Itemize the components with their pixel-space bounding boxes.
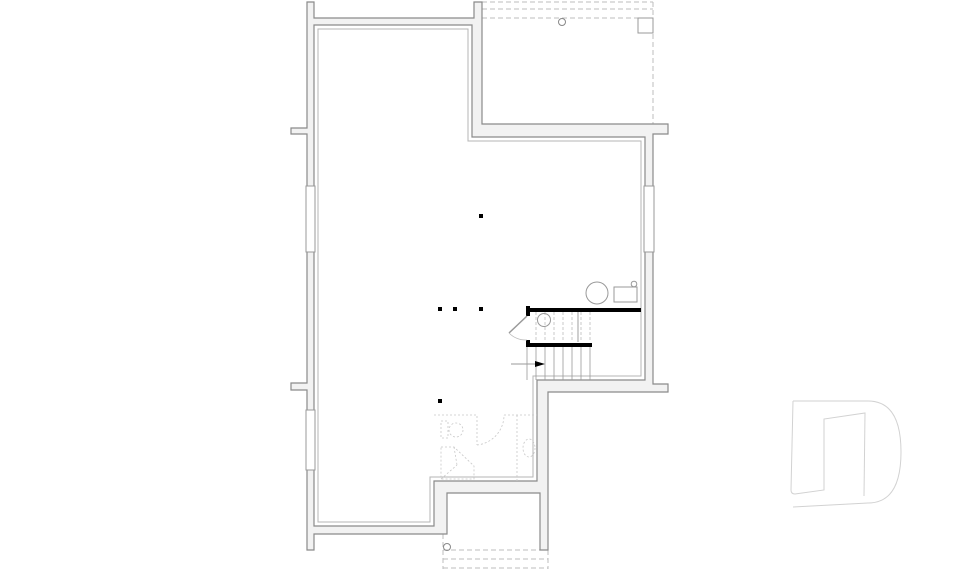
- furnace-vent-icon: [630, 280, 638, 288]
- garage-column-icon: [558, 18, 566, 26]
- stair-wall-end: [526, 340, 530, 347]
- porch-outline: [442, 534, 549, 569]
- garage-post: [637, 17, 654, 34]
- interior-finish-line: [317, 28, 642, 523]
- stair-wall-upper: [526, 308, 641, 312]
- stair-arrow-icon: [535, 361, 545, 367]
- stair: [508, 306, 641, 380]
- furnace-icon: [613, 286, 638, 303]
- post: [453, 307, 457, 311]
- windows: [305, 185, 655, 471]
- stair-treads: [535, 312, 591, 342]
- posts: [438, 214, 483, 403]
- foundation-wall-inner: [313, 24, 646, 527]
- stair-wall-end: [526, 306, 530, 316]
- porch-column-icon: [443, 543, 451, 551]
- post: [438, 399, 442, 403]
- stair-treads-lower: [526, 346, 591, 380]
- window-left-upper: [305, 185, 316, 253]
- post: [479, 214, 483, 218]
- water-heater-icon: [585, 281, 609, 305]
- stair-wall-lower: [526, 343, 592, 347]
- stair-door-swing: [508, 332, 528, 341]
- post: [479, 307, 483, 311]
- sump-pit-icon: [537, 313, 551, 327]
- sink-icon: [522, 438, 536, 458]
- logo-watermark: [790, 400, 902, 508]
- post: [438, 307, 442, 311]
- toilet-bowl-icon: [448, 422, 464, 438]
- window-left-lower: [305, 409, 316, 471]
- window-right: [643, 185, 655, 253]
- rough-in-bathroom: [434, 414, 537, 481]
- garage-outline: [482, 1, 654, 124]
- stair-door: [508, 315, 528, 334]
